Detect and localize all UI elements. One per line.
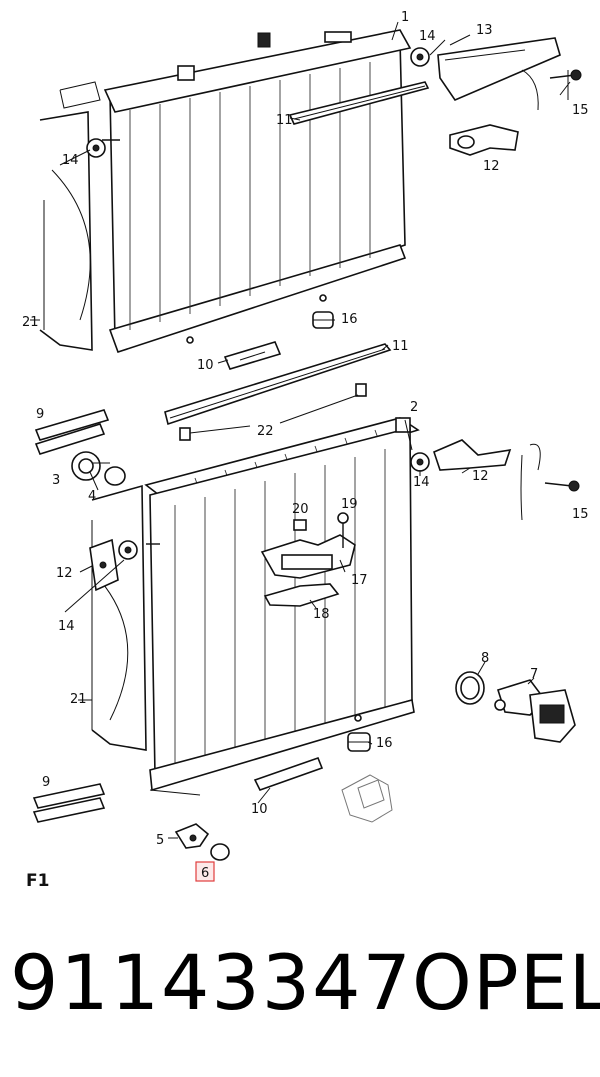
bracket-17 — [260, 534, 356, 579]
callout-16: 16 — [376, 736, 393, 751]
bolt-19 — [337, 512, 349, 548]
callout-14: 14 — [413, 475, 430, 490]
pressure-switch-7 — [494, 679, 576, 743]
temperature-sensor-5 — [174, 823, 210, 849]
callout-11: 11 — [276, 113, 293, 128]
bracket-12-upper — [449, 124, 519, 156]
seal-ring-4 — [104, 466, 126, 486]
callout-14: 14 — [62, 153, 79, 168]
seal-strip-11-upper — [288, 81, 430, 125]
upper-radiator-assembly — [102, 29, 412, 354]
mount-rubber-14-lower-left — [118, 540, 138, 560]
lower-right-bracket-assembly — [410, 439, 580, 521]
clip-22 — [179, 383, 367, 441]
callout-2: 2 — [410, 400, 418, 415]
callout-1: 1 — [401, 10, 409, 25]
drain-plug-16-lower — [347, 732, 371, 752]
callout-10: 10 — [197, 358, 214, 373]
callout-18: 18 — [313, 607, 330, 622]
callout-12: 12 — [56, 566, 73, 581]
radiator-exploded-diagram: 1 13 14 15 11 12 14 21 16 10 11 9 2 22 3… — [22, 10, 589, 891]
hose-9-upper — [34, 409, 110, 455]
filler-cap-3 — [71, 451, 110, 481]
location-sketch — [341, 774, 393, 823]
callout-9: 9 — [42, 775, 50, 790]
callout-22: 22 — [257, 424, 274, 439]
callout-13: 13 — [476, 23, 493, 38]
callout-14: 14 — [58, 619, 75, 634]
seal-strip-11-lower — [164, 343, 392, 426]
callout-15: 15 — [572, 103, 589, 118]
callout-16: 16 — [341, 312, 358, 327]
callout-4: 4 — [88, 489, 96, 504]
callout-20: 20 — [292, 502, 309, 517]
bracket-18 — [263, 583, 340, 607]
callout-7: 7 — [530, 667, 538, 682]
o-ring-8 — [455, 671, 485, 705]
fan-shroud-lower — [91, 484, 147, 751]
callout-12: 12 — [472, 469, 489, 484]
hose-10-upper — [223, 341, 282, 370]
hose-10-lower — [253, 756, 324, 791]
callout-10: 10 — [251, 802, 268, 817]
callout-12: 12 — [483, 159, 500, 174]
callout-21: 21 — [22, 315, 39, 330]
upper-right-bracket-assembly — [410, 37, 582, 111]
leader-lines — [30, 21, 571, 839]
mount-rubber-14-upper-left — [86, 138, 106, 158]
nut-20 — [293, 519, 307, 531]
callout-14: 14 — [419, 29, 436, 44]
drain-plug-16-upper — [312, 311, 334, 329]
fan-shroud-upper — [39, 81, 101, 351]
callout-9: 9 — [36, 407, 44, 422]
callout-6-highlight — [195, 861, 215, 882]
part-number: 91143347 — [10, 938, 413, 1027]
callout-15: 15 — [572, 507, 589, 522]
callout-5: 5 — [156, 833, 164, 848]
callouts: 1 13 14 15 11 12 14 21 16 10 11 9 2 22 3… — [22, 10, 589, 891]
bracket-12-lower-left — [89, 538, 119, 592]
seal-ring-6 — [210, 843, 230, 861]
hose-9-lower — [32, 783, 106, 823]
callout-17: 17 — [351, 573, 368, 588]
callout-6: 6 — [201, 866, 209, 881]
callout-19: 19 — [341, 497, 358, 512]
figure-label: F1 — [26, 871, 49, 891]
callout-11: 11 — [392, 339, 409, 354]
callout-3: 3 — [52, 473, 60, 488]
brand-name: OPEL — [412, 938, 600, 1027]
callout-21: 21 — [70, 692, 87, 707]
callout-8: 8 — [481, 651, 489, 666]
